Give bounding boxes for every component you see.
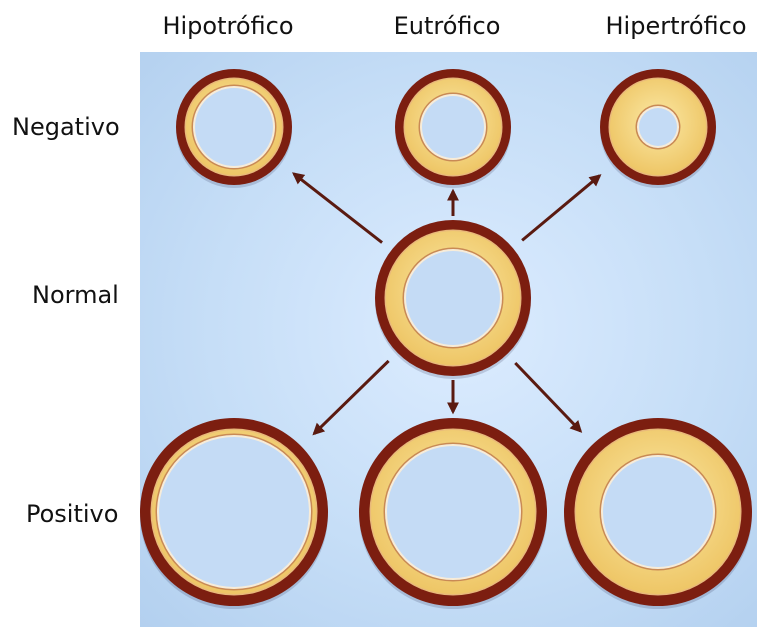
lumen — [159, 437, 309, 587]
vessel-negative-hypertrophic — [600, 69, 716, 188]
lumen — [195, 88, 273, 166]
vessel-normal — [375, 220, 531, 379]
arrow-to-positive-hypertrophic — [515, 363, 580, 431]
arrow-to-negative-hypertrophic — [522, 176, 600, 241]
lumen — [387, 446, 519, 578]
lumen — [603, 457, 713, 567]
vessel-positive-eutrophic — [359, 418, 547, 609]
vessel-negative-eutrophic — [395, 69, 511, 188]
lumen — [422, 96, 484, 158]
vessel-positive-hypertrophic — [564, 418, 752, 609]
lumen — [406, 251, 500, 345]
lumen — [639, 108, 677, 146]
arrow-to-negative-hypotrophic — [294, 174, 382, 243]
vessel-negative-hypotrophic — [176, 69, 292, 188]
arrow-to-positive-hypotrophic — [314, 361, 389, 434]
vessel-positive-hypotrophic — [140, 418, 328, 609]
